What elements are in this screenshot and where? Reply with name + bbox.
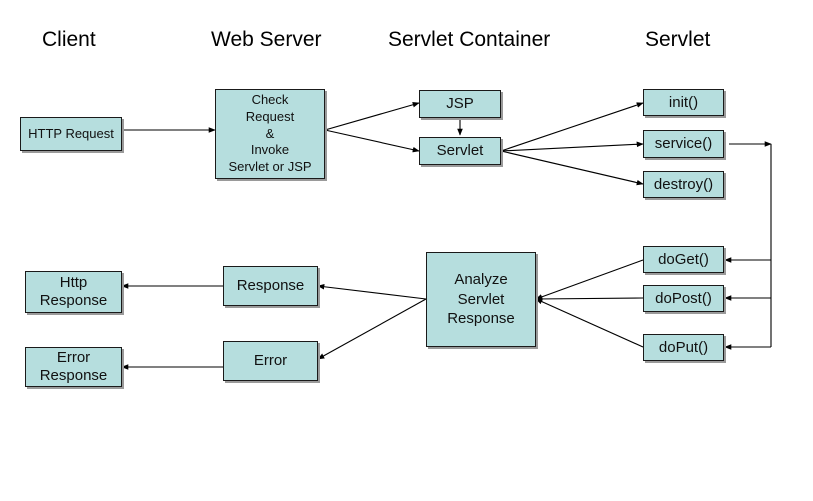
jsp-box: JSP: [419, 90, 501, 118]
http-request-box: HTTP Request: [20, 117, 122, 151]
error-label: Error: [253, 352, 288, 369]
http-response-line-1: Http: [59, 274, 88, 291]
doget-box: doGet(): [643, 246, 724, 273]
servlet-box: Servlet: [419, 137, 501, 165]
init-label: init(): [668, 93, 699, 111]
http-response-line-2: Response: [39, 292, 108, 309]
check-invoke-line-4: Invoke: [250, 142, 290, 158]
response-box: Response: [223, 266, 318, 306]
jsp-label: JSP: [446, 95, 474, 112]
check-invoke-line-1: Check: [251, 92, 289, 108]
arrow-analyze-to-error: [317, 298, 427, 360]
header-client: Client: [42, 28, 96, 51]
check-invoke-box: Check Request & Invoke Servlet or JSP: [215, 89, 325, 179]
http-request-label: HTTP Request: [28, 126, 114, 142]
service-label: service(): [654, 135, 713, 152]
analyze-line-2: Servlet: [457, 290, 505, 308]
destroy-box: destroy(): [643, 171, 724, 198]
http-response-box: Http Response: [25, 271, 122, 313]
check-invoke-line-5: Servlet or JSP: [228, 158, 312, 174]
arrow-dopost-to-analyze: [535, 296, 644, 302]
destroy-label: destroy(): [653, 175, 714, 193]
dopost-box: doPost(): [643, 285, 724, 312]
doput-box: doPut(): [643, 334, 724, 361]
check-invoke-line-3: &: [265, 125, 275, 141]
init-box: init(): [643, 89, 724, 116]
analyze-response-box: Analyze Servlet Response: [426, 252, 536, 347]
arrow-check-to-servlet: [324, 129, 420, 153]
arrow-doget-to-analyze: [535, 259, 644, 300]
analyze-line-1: Analyze: [454, 271, 508, 289]
arrow-analyze-to-response: [317, 283, 427, 300]
header-servlet-container: Servlet Container: [388, 28, 551, 51]
arrow-check-to-jsp: [324, 102, 420, 131]
header-servlet: Servlet: [645, 28, 711, 51]
arrow-servlet-to-service: [500, 141, 644, 152]
error-response-line-1: Error: [56, 349, 91, 366]
arrow-servlet-to-destroy: [500, 150, 644, 186]
error-box: Error: [223, 341, 318, 381]
doput-label: doPut(): [658, 338, 709, 356]
check-invoke-line-2: Request: [245, 109, 295, 125]
response-label: Response: [236, 277, 305, 294]
arrow-servlet-to-init: [500, 102, 644, 152]
service-box: service(): [643, 130, 724, 158]
arrow-doput-to-analyze: [535, 298, 644, 348]
doget-label: doGet(): [658, 250, 709, 268]
error-response-line-2: Response: [39, 367, 108, 384]
analyze-line-3: Response: [447, 310, 515, 328]
error-response-box: Error Response: [25, 347, 122, 387]
header-web-server: Web Server: [211, 28, 322, 51]
dopost-label: doPost(): [655, 289, 712, 307]
servlet-label: Servlet: [436, 142, 484, 159]
